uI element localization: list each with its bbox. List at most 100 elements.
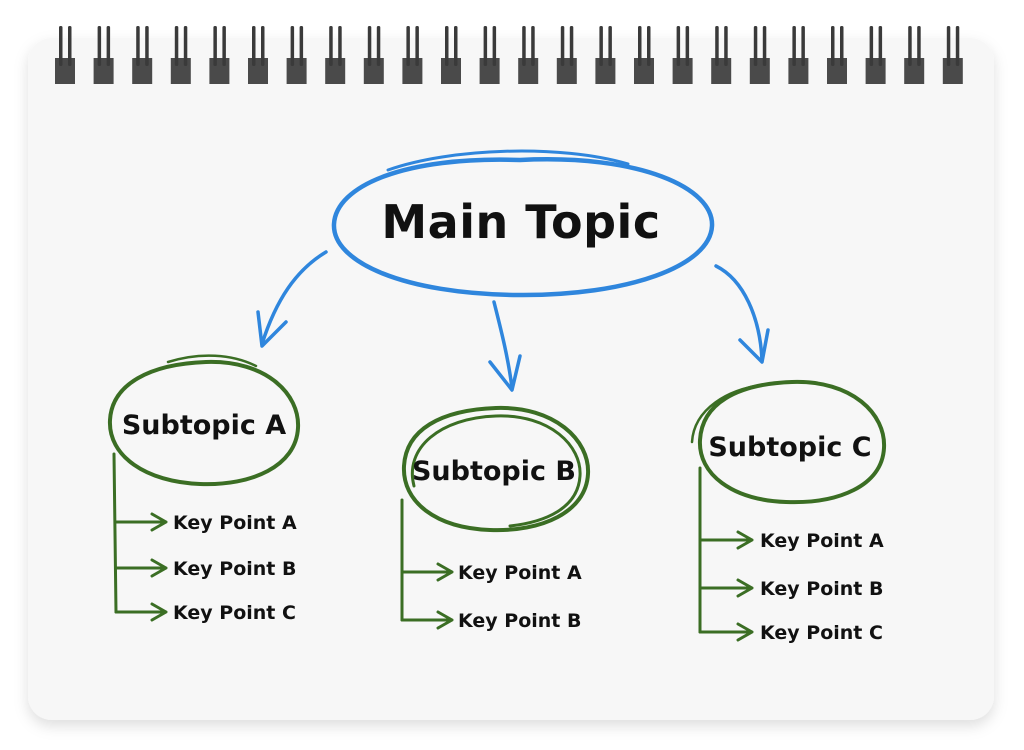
arrow-to-subtopic-a bbox=[260, 250, 328, 346]
arrow-to-subtopic-c bbox=[714, 264, 764, 362]
spiral-wire bbox=[801, 26, 805, 66]
spiral-ring bbox=[904, 26, 925, 84]
spiral-ring-base bbox=[788, 58, 809, 84]
spiral-wire bbox=[647, 26, 651, 66]
spiral-ring bbox=[402, 26, 423, 84]
spiral-ring bbox=[788, 26, 809, 84]
subtopic-a-key-point-2: Key Point B bbox=[173, 558, 296, 580]
subtopic-c-label: Subtopic C bbox=[708, 432, 871, 463]
subtopic-b-node: Subtopic B bbox=[401, 405, 591, 533]
spiral-wire bbox=[685, 26, 690, 66]
spiral-ring-base bbox=[865, 58, 886, 84]
spiral-wire bbox=[376, 26, 381, 66]
spiral-wire bbox=[762, 26, 767, 66]
spiral-wire bbox=[531, 26, 535, 66]
spiral-ring bbox=[556, 26, 577, 84]
spiral-binding bbox=[55, 26, 963, 84]
spiral-wire bbox=[599, 26, 603, 66]
branch-a-2 bbox=[114, 558, 168, 578]
spiral-wire bbox=[145, 26, 149, 66]
spiral-ring-base bbox=[325, 58, 346, 84]
spiral-ring-base bbox=[827, 58, 847, 84]
spiral-wire bbox=[290, 26, 295, 66]
branch-c-2 bbox=[698, 578, 754, 598]
spiral-ring bbox=[93, 26, 114, 84]
spiral-wire bbox=[338, 26, 342, 66]
spiral-wire bbox=[415, 26, 419, 66]
spiral-wire bbox=[106, 26, 111, 66]
subtopic-b-outline bbox=[401, 405, 591, 533]
spiral-ring-base bbox=[711, 58, 732, 84]
spiral-wire bbox=[869, 26, 874, 66]
spiral-wire bbox=[445, 26, 449, 66]
spiral-ring-base bbox=[904, 58, 925, 84]
branch-c-1 bbox=[698, 530, 754, 550]
arrowhead-a bbox=[256, 310, 288, 348]
spiral-wire bbox=[183, 26, 188, 66]
branch-c-3 bbox=[698, 622, 754, 642]
key-point-branches bbox=[112, 452, 754, 642]
spiral-ring bbox=[55, 26, 75, 84]
spiral-ring bbox=[518, 26, 539, 84]
subtopic-b-key-point-2: Key Point B bbox=[458, 610, 581, 632]
spiral-ring bbox=[827, 26, 847, 84]
subtopic-c-node: Subtopic C bbox=[690, 379, 887, 505]
subtopic-b-outline-inner bbox=[410, 414, 582, 528]
spiral-wire bbox=[213, 26, 217, 66]
spiral-ring bbox=[363, 26, 384, 84]
spiral-wire bbox=[59, 26, 63, 66]
spiral-ring-base bbox=[170, 58, 191, 84]
spiral-wire bbox=[406, 26, 410, 66]
spiral-wire bbox=[908, 26, 912, 66]
spiral-wire bbox=[329, 26, 333, 66]
spiral-wire bbox=[492, 26, 497, 66]
spiral-wire bbox=[724, 26, 728, 66]
main-topic-outline bbox=[331, 157, 715, 298]
spiral-wire bbox=[522, 26, 526, 66]
branch-b-2 bbox=[400, 610, 454, 630]
spiral-wire bbox=[831, 26, 835, 66]
subtopic-a-label: Subtopic A bbox=[122, 410, 286, 441]
subtopic-a-node: Subtopic A bbox=[107, 354, 301, 487]
subtopic-a-outline bbox=[107, 359, 301, 487]
spiral-wire bbox=[917, 26, 921, 66]
spiral-ring-base bbox=[518, 58, 539, 84]
subtopic-b-key-point-1: Key Point A bbox=[458, 562, 582, 584]
spiral-ring-base bbox=[363, 58, 384, 84]
spiral-wire bbox=[560, 26, 565, 66]
spiral-wire bbox=[97, 26, 102, 66]
spiral-ring-base bbox=[93, 58, 114, 84]
branch-b-1 bbox=[400, 562, 454, 582]
key-point-labels: Key Point A Key Point B Key Point C Key … bbox=[173, 512, 884, 644]
subtopic-c-outline-stroke bbox=[690, 382, 772, 444]
spiral-ring-base bbox=[441, 58, 461, 84]
spiral-ring bbox=[942, 26, 963, 84]
branch-a-1 bbox=[114, 512, 168, 532]
spiral-wire bbox=[955, 26, 960, 66]
spiral-ring-base bbox=[132, 58, 153, 84]
spiral-ring-base bbox=[248, 58, 268, 84]
main-topic-arrows bbox=[256, 250, 770, 392]
spiral-wire bbox=[174, 26, 179, 66]
subtopic-c-key-point-3: Key Point C bbox=[760, 622, 883, 644]
spiral-ring bbox=[209, 26, 230, 84]
spiral-ring bbox=[865, 26, 886, 84]
spiral-ring-base bbox=[209, 58, 230, 84]
spiral-wire bbox=[136, 26, 140, 66]
subtopic-c-key-point-1: Key Point A bbox=[760, 530, 884, 552]
spiral-ring-base bbox=[749, 58, 770, 84]
branch-a-trunk bbox=[112, 452, 118, 614]
spiral-ring bbox=[132, 26, 153, 84]
spiral-ring bbox=[595, 26, 616, 84]
spiral-ring-base bbox=[402, 58, 423, 84]
spiral-wire bbox=[483, 26, 488, 66]
main-topic-label: Main Topic bbox=[381, 195, 660, 249]
spiral-ring-base bbox=[942, 58, 963, 84]
main-topic-node: Main Topic bbox=[331, 149, 715, 298]
spiral-wire bbox=[252, 26, 256, 66]
spiral-ring bbox=[749, 26, 770, 84]
subtopic-c-key-point-2: Key Point B bbox=[760, 578, 883, 600]
arrowhead-c bbox=[738, 328, 770, 364]
spiral-wire bbox=[569, 26, 574, 66]
spiral-ring bbox=[170, 26, 191, 84]
